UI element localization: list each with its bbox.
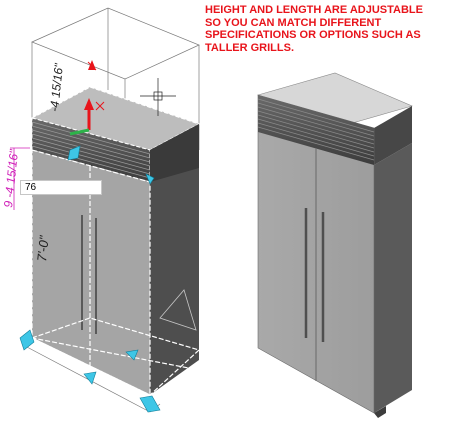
- caption-line: TALLER GRILLS.: [205, 41, 295, 54]
- rendered-refrigerator: [257, 72, 413, 418]
- grip-handle-icon[interactable]: [19, 329, 35, 351]
- caption-line: HEIGHT AND LENGTH ARE ADJUSTABLE: [205, 4, 423, 16]
- grip-handle-icon[interactable]: [125, 349, 139, 361]
- magenta-dimension-label: 9 -4 15/16": [1, 148, 21, 208]
- grip-handle-icon[interactable]: [145, 173, 155, 185]
- dimension-input[interactable]: 76: [20, 180, 102, 195]
- grip-handle-icon[interactable]: [67, 145, 81, 161]
- caption-line: SO YOU CAN MATCH DIFFERENT: [205, 16, 382, 29]
- overall-height-dimension: 7'-0": [34, 234, 52, 263]
- ucs-axis-icon: [69, 60, 105, 136]
- wireframe-refrigerator[interactable]: [24, 7, 201, 413]
- crosshair-icon: [140, 78, 176, 116]
- caption-line: SPECIFICATIONS OR OPTIONS SUCH AS: [205, 29, 421, 42]
- grip-handle-icon[interactable]: [83, 371, 97, 385]
- caption: HEIGHT AND LENGTH ARE ADJUSTABLE SO YOU …: [205, 4, 449, 54]
- grip-handle-icon[interactable]: [139, 395, 161, 413]
- grill-height-dimension: -4 15/16": [47, 62, 66, 112]
